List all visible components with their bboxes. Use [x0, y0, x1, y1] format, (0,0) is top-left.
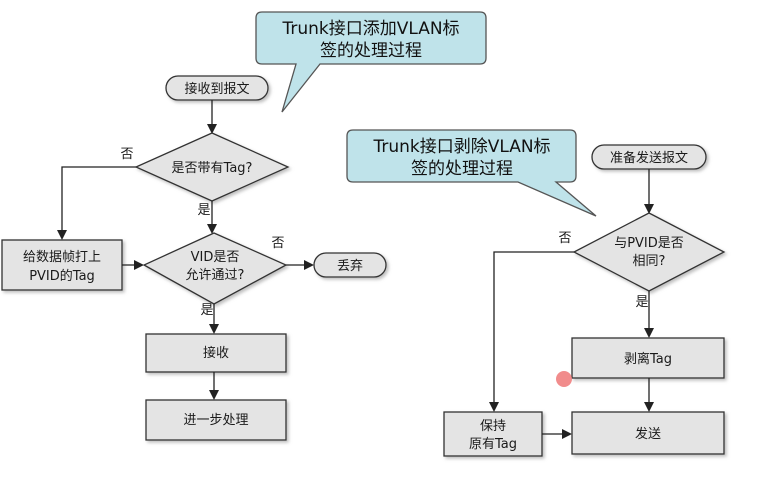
edge-label-no-1: 否	[120, 147, 133, 162]
edge-label-yes-right: 是	[635, 295, 648, 310]
edge-label-no-2: 否	[271, 236, 284, 251]
start-prepare-send: 准备发送报文	[591, 144, 707, 170]
process-keep-original-tag: 保持 原有Tag	[443, 411, 543, 457]
edge-label-no-right: 否	[558, 231, 571, 246]
process-strip-tag: 剥离Tag	[571, 337, 725, 379]
edge-pvid-no	[489, 251, 574, 412]
edge-label-yes-2: 是	[200, 303, 213, 318]
start-receive-label: 接收到报文	[184, 81, 249, 97]
process-further-processing: 进一步处理	[145, 399, 287, 441]
callout-add-line1: Trunk接口添加VLAN标	[281, 19, 459, 39]
prepare-send-label: 准备发送报文	[610, 150, 688, 166]
further-label: 进一步处理	[183, 413, 248, 428]
keep-tag-line2: 原有Tag	[469, 437, 517, 452]
add-pvid-line2: PVID的Tag	[29, 268, 95, 284]
send-label: 发送	[635, 426, 661, 442]
start-receive-packet: 接收到报文	[165, 75, 269, 101]
pointer-highlight-dot	[556, 371, 572, 387]
process-send: 发送	[571, 411, 725, 455]
same-pvid-line1: 与PVID是否	[614, 236, 684, 251]
vid-allowed-line1: VID是否	[191, 250, 240, 265]
process-receive: 接收	[145, 333, 287, 373]
discard-label: 丢弃	[337, 259, 363, 274]
callout-strip-line1: Trunk接口剥除VLAN标	[372, 137, 550, 157]
strip-tag-label: 剥离Tag	[624, 351, 672, 367]
receive-label: 接收	[203, 345, 229, 361]
edge-label-yes-1: 是	[197, 203, 210, 218]
keep-tag-line1: 保持	[480, 419, 506, 434]
decision-has-tag-label: 是否带有Tag?	[172, 161, 253, 176]
terminal-discard: 丢弃	[313, 252, 387, 278]
callout-strip-vlan-tag: Trunk接口剥除VLAN标 签的处理过程	[346, 129, 597, 217]
callout-add-vlan-tag: Trunk接口添加VLAN标 签的处理过程	[255, 11, 487, 113]
decision-vid-allowed: VID是否 允许通过?	[142, 232, 288, 305]
same-pvid-line2: 相同?	[633, 254, 666, 269]
callout-strip-line2: 签的处理过程	[411, 159, 513, 179]
decision-has-tag: 是否带有Tag?	[134, 132, 290, 202]
process-add-pvid-tag: 给数据帧打上 PVID的Tag	[1, 239, 123, 291]
callout-add-line2: 签的处理过程	[320, 41, 422, 61]
vid-allowed-line2: 允许通过?	[186, 267, 245, 283]
edge-tag-no	[57, 166, 136, 240]
decision-same-as-pvid: 与PVID是否 相同?	[572, 212, 726, 292]
add-pvid-line1: 给数据帧打上	[23, 250, 101, 265]
